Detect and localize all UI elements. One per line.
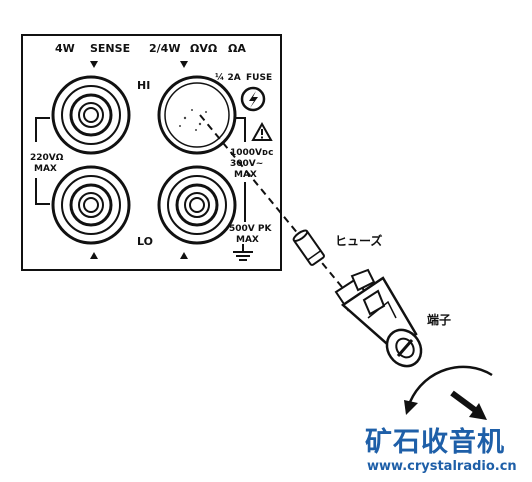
label-4w: 4W: [55, 42, 75, 55]
fuse-holder-opening: [157, 75, 237, 155]
mid-rating-line1: 1000Vᴅᴄ: [230, 148, 273, 158]
sense-arrow-icon: [90, 61, 98, 68]
bottom-rating-line1: 500V PK: [229, 224, 272, 234]
mid-rating-line3: MAX: [234, 170, 257, 180]
insertion-guide: [199, 114, 357, 305]
input-arrow-icon: [180, 61, 188, 68]
front-panel: [21, 34, 282, 271]
label-hi: HI: [137, 79, 150, 92]
label-lo: LO: [137, 235, 153, 248]
terminal-sense-hi: [51, 75, 131, 155]
rotation-arrow-icon: [404, 365, 493, 415]
left-rating-line1: 220VΩ: [30, 153, 64, 163]
warning-icon: [251, 121, 273, 141]
terminal-sense-lo: [51, 165, 131, 245]
watermark-name: 矿石收音机: [365, 427, 505, 458]
left-rating-line2: MAX: [34, 164, 57, 174]
label-ohm-v: ΩVΩ: [190, 42, 218, 55]
bottom-rating-line2: MAX: [236, 235, 259, 245]
label-ohm-a: ΩA: [228, 42, 246, 55]
fuse-rating: ¼ 2A: [215, 72, 241, 83]
label-2-4w: 2/4W: [149, 42, 180, 55]
left-bracket: [35, 117, 50, 205]
direction-arrow-icon: [450, 390, 487, 420]
label-sense: SENSE: [90, 42, 130, 55]
fuse-callout: ヒューズ: [335, 233, 382, 248]
watermark-url: www.crystalradio.cn: [367, 459, 517, 474]
lightning-icon: [240, 86, 266, 112]
right-bracket-upper: [236, 117, 246, 142]
fuse-label: FUSE: [246, 73, 272, 83]
terminal-input-lo: [157, 165, 237, 245]
fuse-cartridge: [292, 229, 325, 266]
mid-rating-line2: 300V~: [230, 159, 263, 169]
input-lo-arrow-icon: [180, 252, 188, 259]
fuse-holder-cap: [334, 268, 423, 368]
ground-icon: [233, 244, 253, 261]
terminal-callout: 端子: [427, 312, 451, 327]
sense-lo-arrow-icon: [90, 252, 98, 259]
